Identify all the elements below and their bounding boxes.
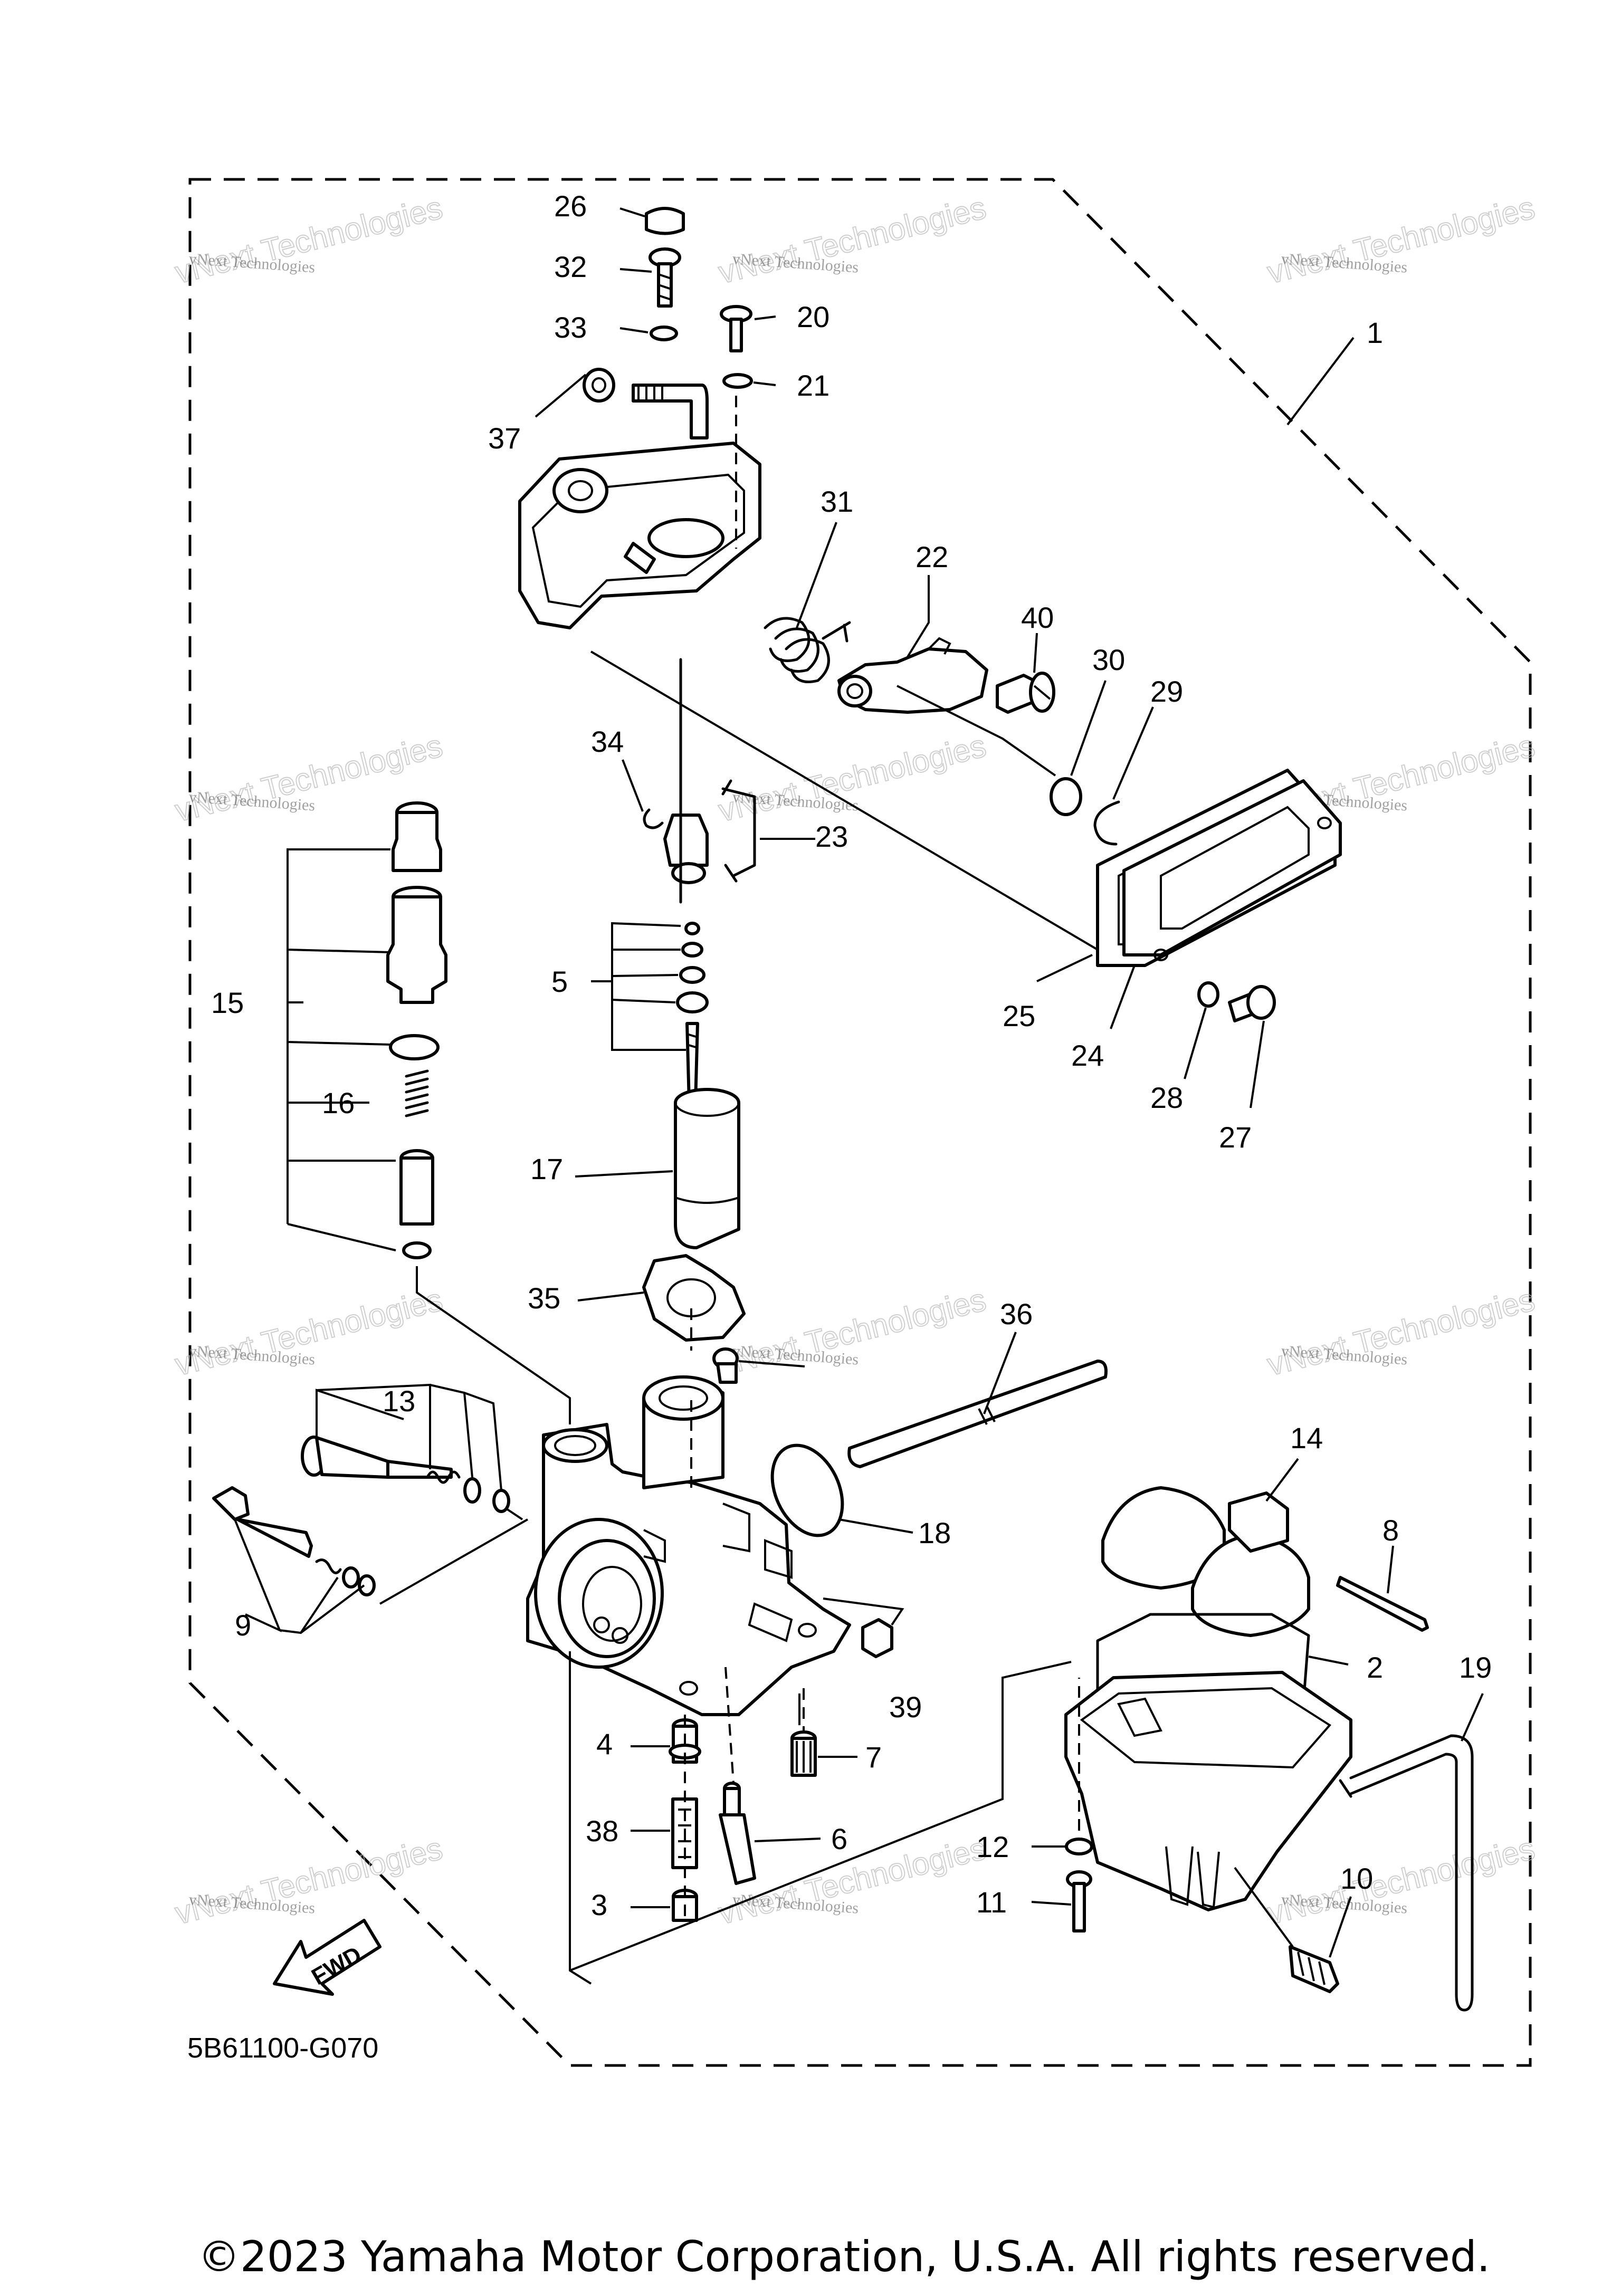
- callout-16: 16: [322, 1086, 355, 1120]
- part-41-plug: [712, 1347, 739, 1384]
- callout-33: 33: [554, 311, 587, 344]
- callout-34: 34: [591, 725, 624, 758]
- callout-10: 10: [1340, 1862, 1373, 1895]
- callout-18: 18: [918, 1516, 951, 1549]
- callout-25: 25: [1003, 999, 1035, 1032]
- callout-labels: 1 2 3 4 5 6 7 8 9 10 11 12 13 14 15 16 1…: [211, 189, 1492, 1921]
- callout-3: 3: [591, 1888, 607, 1921]
- float-bowl: [1064, 1671, 1352, 1911]
- callout-2: 2: [1367, 1651, 1383, 1684]
- callout-9: 9: [235, 1609, 251, 1642]
- hose-clamp: [1339, 1779, 1352, 1798]
- part-22-throttle-lever: [837, 637, 988, 714]
- callout-8: 8: [1382, 1514, 1399, 1547]
- callout-24: 24: [1071, 1039, 1104, 1072]
- callout-20: 20: [797, 300, 829, 333]
- callout-23: 23: [815, 820, 848, 853]
- part-30-washer: [1050, 777, 1082, 816]
- fwd-arrow: FWD: [273, 1919, 382, 1996]
- callout-7: 7: [865, 1740, 882, 1774]
- callout-37: 37: [488, 422, 521, 455]
- part-33-washer: [650, 326, 678, 341]
- callout-19: 19: [1459, 1651, 1492, 1684]
- callout-40: 40: [1021, 601, 1054, 634]
- callout-15: 15: [211, 986, 244, 1019]
- callout-22: 22: [916, 540, 948, 573]
- callout-26: 26: [554, 189, 587, 223]
- part-13-screw-set: [301, 1436, 510, 1513]
- part-8-float-pin: [1336, 1576, 1429, 1632]
- callout-12: 12: [976, 1830, 1009, 1863]
- part-18-o-ring: [770, 1443, 844, 1537]
- leader-lines: [234, 207, 1484, 1985]
- callout-29: 29: [1150, 675, 1183, 708]
- callout-4: 4: [596, 1727, 613, 1761]
- carburetor-body: [526, 1375, 851, 1716]
- callout-27: 27: [1219, 1121, 1252, 1154]
- callout-32: 32: [554, 250, 587, 283]
- part-14-float: [1101, 1486, 1310, 1637]
- watermarks: vNext Technologies vNext Technologies vN…: [171, 189, 1539, 1932]
- callout-28: 28: [1150, 1081, 1183, 1114]
- callout-11: 11: [976, 1886, 1007, 1919]
- part-39-nut: [861, 1618, 893, 1658]
- part-19-drain-hose: [1349, 1734, 1474, 2012]
- part-29-clip: [1093, 800, 1120, 846]
- callout-14: 14: [1290, 1421, 1323, 1455]
- diagram-code: 5B61100-G070: [187, 2032, 378, 2064]
- part-10-drain-screw: [1289, 1945, 1339, 1993]
- callout-13: 13: [383, 1384, 415, 1418]
- part-21-washer: [722, 373, 753, 389]
- part-12-washer: [1065, 1838, 1093, 1855]
- callout-30: 30: [1092, 643, 1125, 676]
- part-28-washer: [1197, 981, 1219, 1008]
- part-34-clip: [643, 808, 664, 829]
- copyright-notice: ©2023 Yamaha Motor Corporation, U.S.A. A…: [198, 2232, 1490, 2281]
- part-36-vent-tube: [847, 1360, 1108, 1468]
- part-15-starter-plunger-set: [386, 801, 447, 1259]
- callout-6: 6: [831, 1822, 847, 1855]
- callout-21: 21: [797, 369, 829, 402]
- part-35-gasket: [642, 1254, 746, 1342]
- part-23-link: [721, 779, 756, 883]
- part-20-screw: [720, 305, 752, 352]
- callout-39: 39: [889, 1690, 922, 1724]
- carburetor-top-cover: [518, 384, 761, 629]
- part-5-jet-needle-set: [663, 814, 709, 1120]
- part-26-cap: [645, 207, 685, 235]
- callout-38: 38: [586, 1814, 618, 1848]
- callout-36: 36: [1000, 1297, 1033, 1331]
- part-32-screw: [649, 247, 681, 308]
- part-9-air-screw-set: [212, 1486, 376, 1596]
- part-11-screw: [1066, 1870, 1092, 1933]
- assembly-boundary: [188, 178, 1532, 2067]
- callout-17: 17: [530, 1152, 563, 1185]
- part-24-cover-plate: [1122, 779, 1342, 961]
- callout-31: 31: [821, 485, 853, 518]
- part-7-pilot-jet: [790, 1730, 817, 1777]
- part-37-ring: [583, 368, 615, 403]
- callout-5: 5: [551, 965, 568, 998]
- callout-35: 35: [528, 1281, 560, 1315]
- part-40-screw: [996, 672, 1055, 714]
- callout-1: 1: [1367, 316, 1383, 349]
- part-27-screw: [1228, 985, 1276, 1022]
- part-6-needle-jet: [719, 1782, 756, 1885]
- part-31-spring: [764, 617, 851, 683]
- part-17-throttle-valve: [674, 1088, 740, 1249]
